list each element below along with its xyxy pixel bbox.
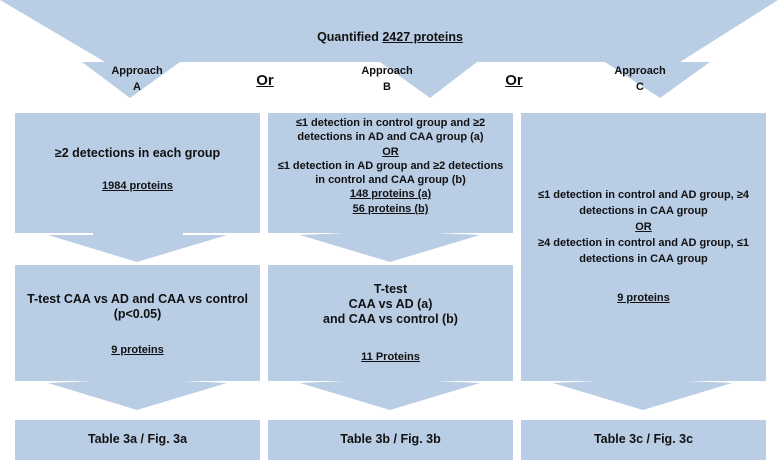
col-c-box-1	[521, 113, 766, 381]
col-b-result: Table 3b / Fig. 3b	[340, 432, 441, 446]
col-b-criteria: ≤1 detection in control group and ≥2 det…	[268, 116, 513, 216]
col-b-criteria-b-line1: ≤1 detection in AD group and ≥2 detectio…	[277, 159, 504, 172]
col-a-box-result	[15, 420, 260, 460]
col-b-ttest-line1: T-test	[373, 282, 408, 296]
approach-a-line2: A	[133, 81, 141, 94]
approach-a-label: Approach A	[100, 65, 174, 94]
col-c-result: Table 3c / Fig. 3c	[593, 432, 694, 446]
col-c-arrow	[553, 381, 732, 410]
col-a-ttest-count: 9 proteins	[111, 344, 164, 356]
col-b-criteria-b-line2: in control and CAA group (b)	[315, 174, 466, 187]
col-a-criteria: ≥2 detections in each group	[54, 146, 221, 160]
col-b-box-2	[268, 265, 513, 381]
col-b-arrow-1	[300, 233, 480, 262]
approach-c-label: Approach C	[603, 65, 677, 94]
or-label-2: Or	[505, 72, 523, 89]
top-label-prefix: Quantified	[317, 30, 383, 44]
col-c-box-result	[521, 420, 766, 460]
col-c-count: 9 proteins	[617, 292, 670, 304]
col-b-criteria-a-line1: ≤1 detection in control group and ≥2	[295, 117, 486, 129]
top-label-count: 2427 proteins	[382, 30, 463, 44]
col-b-box-result	[268, 420, 513, 460]
or-label-1: Or	[256, 72, 274, 89]
col-b-ttest-line2: CAA vs AD (a)	[348, 297, 433, 311]
approach-c-line1: Approach	[614, 65, 666, 77]
col-a-ttest-line2: (p<0.05)	[113, 307, 162, 321]
col-b-ttest-line3: and CAA vs control (b)	[323, 312, 458, 326]
col-a-arrow-2	[48, 381, 227, 410]
col-a-box-2	[15, 265, 260, 381]
col-a-arrow-1	[48, 233, 227, 262]
approach-c-line2: C	[636, 81, 644, 94]
col-b-ttest: T-test CAA vs AD (a) and CAA vs control …	[268, 282, 513, 327]
col-b-criteria-a-line2: detections in AD and CAA group (a)	[297, 131, 484, 144]
top-label: Quantified 2427 proteins	[230, 30, 550, 45]
col-b-ttest-count: 11 Proteins	[361, 351, 420, 363]
col-b-count-b: 56 proteins (b)	[352, 202, 429, 215]
col-a-count: 1984 proteins	[102, 180, 173, 192]
col-a-ttest-line1: T-test CAA vs AD and CAA vs control	[27, 292, 248, 306]
approach-b-line2: B	[383, 81, 391, 94]
col-c-or: OR	[635, 220, 652, 233]
col-b-count-a: 148 proteins (a)	[349, 188, 432, 201]
top-funnel-shape	[0, 0, 778, 98]
approach-b-line1: Approach	[361, 65, 413, 77]
col-c-criteria1-line1: ≤1 detection in control and AD group, ≥4	[538, 189, 749, 201]
approach-b-label: Approach B	[350, 65, 424, 94]
col-c-criteria: ≤1 detection in control and AD group, ≥4…	[521, 188, 766, 268]
approach-a-line1: Approach	[111, 65, 163, 77]
col-c-criteria2-line1: ≥4 detection in control and AD group, ≤1	[538, 236, 749, 249]
col-a-ttest: T-test CAA vs AD and CAA vs control (p<0…	[15, 292, 260, 322]
col-b-box-1	[268, 113, 513, 233]
col-c-criteria2-line2: detections in CAA group	[579, 252, 708, 265]
col-c-criteria1-line2: detections in CAA group	[579, 204, 708, 217]
col-a-box-1	[15, 113, 260, 233]
col-b-or: OR	[382, 145, 399, 158]
col-a-result: Table 3a / Fig. 3a	[87, 432, 188, 446]
col-b-arrow-2	[300, 381, 480, 410]
